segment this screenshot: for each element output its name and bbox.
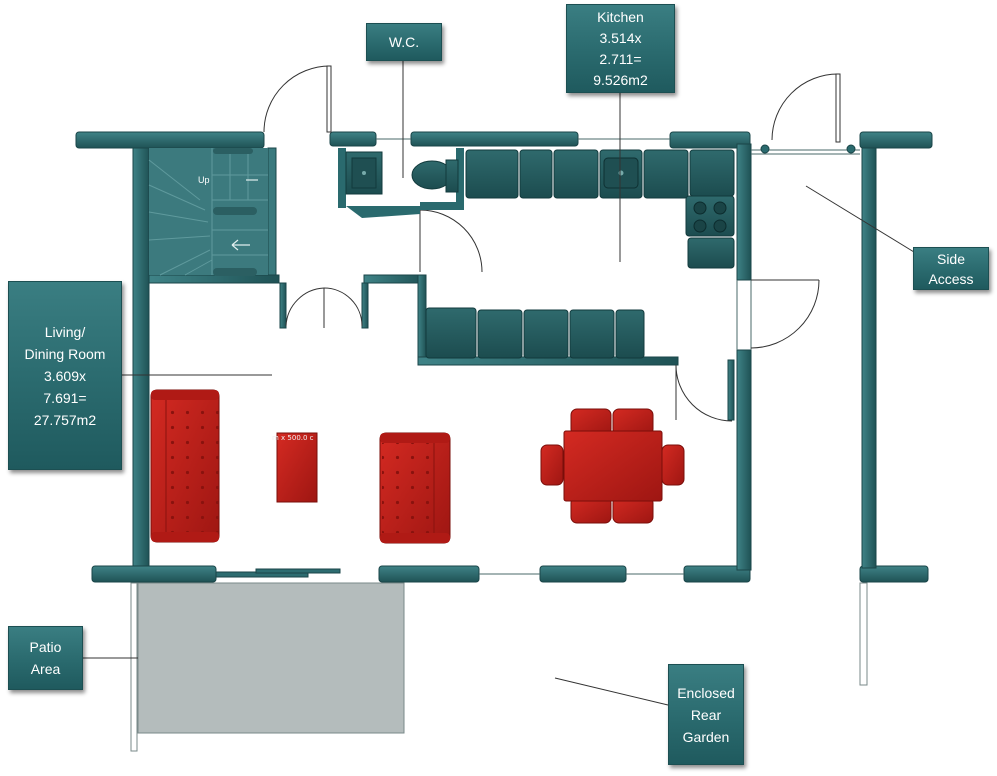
- rear-garden-callout: Enclosed Rear Garden: [668, 664, 744, 765]
- wc-label: W.C.: [388, 34, 420, 50]
- living-label-line2: Dining Room: [24, 345, 106, 362]
- wc-room: [338, 148, 464, 218]
- side-access-callout: Side Access: [913, 247, 989, 290]
- patio-area: [130, 582, 405, 752]
- patio-callout: Patio Area: [8, 626, 83, 690]
- side-access-label-line1: Side: [936, 250, 966, 267]
- kitchen-sink: [603, 157, 639, 189]
- patio-label-line1: Patio: [29, 639, 62, 655]
- living-label-line5: 27.757m2: [33, 411, 97, 428]
- door-swings: [263, 65, 856, 422]
- coffee-table-tag: m x 500.0 c: [272, 434, 314, 442]
- leader-lines: [83, 60, 915, 706]
- living-callout: Living/ Dining Room 3.609x 7.691= 27.757…: [8, 281, 122, 470]
- stairs-up-label: Up: [198, 175, 210, 185]
- staircase: [148, 148, 268, 276]
- hob: [693, 201, 727, 233]
- living-label-line1: Living/: [44, 323, 86, 340]
- kitchen-units-bottom: [425, 307, 645, 359]
- rear-garden-label-line2: Rear: [690, 706, 722, 723]
- sofa-right: [379, 432, 451, 544]
- rear-garden-label-line3: Garden: [682, 728, 730, 745]
- patio-label-line2: Area: [30, 661, 61, 677]
- kitchen-callout: Kitchen 3.514x 2.711= 9.526m2: [566, 4, 675, 93]
- garden-fence-post: [859, 582, 868, 686]
- dining-set: [540, 408, 685, 524]
- coffee-table: [276, 432, 318, 503]
- kitchen-label-line4: 9.526m2: [593, 71, 648, 88]
- sofa-left: [150, 389, 220, 543]
- kitchen-label-line1: Kitchen: [597, 8, 644, 25]
- rear-garden-label-line1: Enclosed: [677, 684, 735, 701]
- kitchen-label-line3: 2.711=: [599, 50, 642, 67]
- living-label-line4: 7.691=: [43, 389, 87, 406]
- living-label-line3: 3.609x: [43, 367, 87, 384]
- kitchen-label-line2: 3.514x: [599, 29, 642, 46]
- wc-callout: W.C.: [366, 23, 442, 61]
- side-access-label-line2: Access: [928, 270, 974, 287]
